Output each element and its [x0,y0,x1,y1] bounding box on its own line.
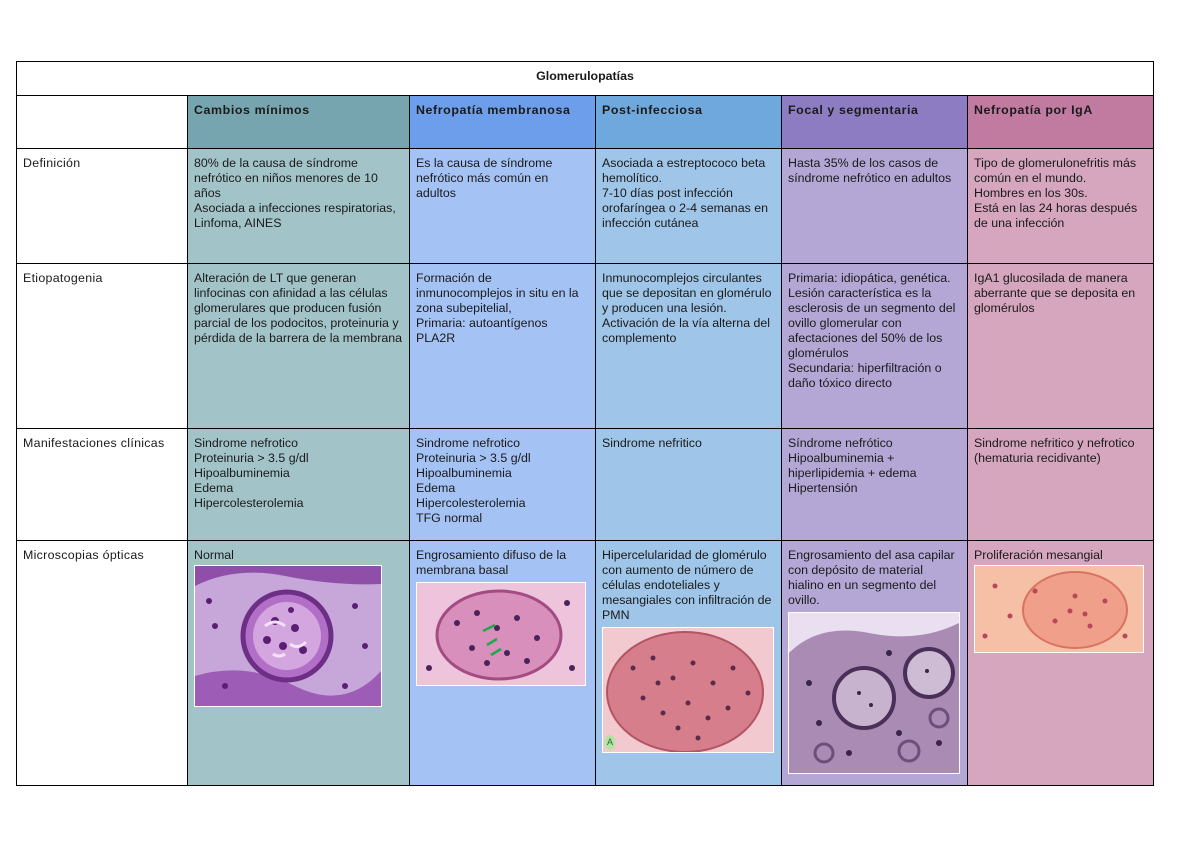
cell-line: Hipoalbuminemia [416,466,512,480]
cell-definicion-post-infecciosa: Asociada a estreptococo beta hemolítico.… [595,148,782,264]
col-header-post-infecciosa: Post-infecciosa [595,95,782,149]
micrograph-iga-image [974,565,1144,653]
cell-line: IgA1 glucosilada de manera aberrante que… [974,271,1136,315]
row-label-microscopias: Microscopias ópticas [16,540,188,786]
col-header-nefropatia-membranosa: Nefropatía membranosa [409,95,596,149]
cell-line: Hipercolesterolemia [194,496,304,510]
row-manifestaciones: Manifestaciones clínicas Sindrome nefrot… [16,428,1155,541]
cell-definicion-focal: Hasta 35% de los casos de síndrome nefró… [781,148,968,264]
micrograph-post-infectious-image: A [602,627,774,753]
cell-line: Hombres en los 30s. [974,186,1088,200]
cell-line: Es la causa de síndrome nefrótico más co… [416,156,553,200]
micrograph-panel-label: A [605,735,616,750]
cell-line: Hipoalbuminemia [194,466,290,480]
cell-line: Hipertensión [788,481,858,495]
cell-line: 80% de la causa de síndrome nefrótico en… [194,156,378,200]
cell-line: Inmunocomplejos circulantes que se depos… [602,271,772,315]
cell-line: Sindrome nefritico [602,436,702,450]
micro-text-membranosa: Engrosamiento difuso de la membrana basa… [416,548,589,578]
micrograph-membranous-image [416,582,586,686]
micrograph-normal-glomerulus-image [194,565,382,707]
cell-line: Hasta 35% de los casos de síndrome nefró… [788,156,952,185]
cell-line: Hipercelularidad de glomérulo con aument… [602,548,772,622]
micro-text-iga: Proliferación mesangial [974,548,1147,563]
cell-line: Sindrome nefritico y nefrotico (hematuri… [974,436,1135,465]
cell-micro-iga: Proliferación mesangial [966,540,1155,786]
cell-line: Asociada a infecciones respiratorias, Li… [194,201,396,230]
cell-line: Hipoalbuminemia + hiperlipidemia + edema [788,451,917,480]
row-etiopatogenia: Etiopatogenia Alteración de LT que gener… [16,263,1155,429]
row-label-etiopatogenia: Etiopatogenia [16,263,188,429]
micro-text-focal: Engrosamiento del asa capilar con depósi… [788,548,961,608]
col-header-nefropatia-iga: Nefropatía por IgA [966,95,1155,149]
cell-line: Proteinuria > 3.5 g/dl [416,451,531,465]
table-title: Glomerulopatías [15,61,1155,96]
cell-line: Formación de inmunocomplejos in situ en … [416,271,579,315]
cell-line: Alteración de LT que generan linfocinas … [194,271,403,345]
cell-etiopatogenia-post-infecciosa: Inmunocomplejos circulantes que se depos… [595,263,782,429]
cell-line: Proteinuria > 3.5 g/dl [194,451,309,465]
cell-line: Primaria: autoantígenos PLA2R [416,316,548,345]
cell-line: Activación de la vía alterna del complem… [602,316,771,345]
cell-definicion-membranosa: Es la causa de síndrome nefrótico más co… [409,148,596,264]
cell-line: TFG normal [416,511,483,525]
col-header-focal-segmentaria: Focal y segmentaria [781,95,968,149]
cell-micro-cambios-minimos: Normal [187,540,410,786]
cell-etiopatogenia-focal: Primaria: idiopática, genética. Lesión c… [781,263,968,429]
cell-line: Sindrome nefrotico [194,436,298,450]
glomerulopathies-table: Glomerulopatías Cambios mínimos Nefropat… [15,61,1155,786]
cell-micro-focal: Engrosamiento del asa capilar con depósi… [781,540,968,786]
cell-line: Engrosamiento del asa capilar con depósi… [788,548,955,607]
row-definicion: Definición 80% de la causa de síndrome n… [16,148,1155,264]
cell-line: Proliferación mesangial [974,548,1103,562]
cell-line: Hipercolesterolemia [416,496,526,510]
header-row: Cambios mínimos Nefropatía membranosa Po… [16,95,1155,149]
cell-line: Sindrome nefrotico [416,436,520,450]
cell-definicion-iga: Tipo de glomerulonefritis más común en e… [966,148,1155,264]
micrograph-focal-segmental-image [788,612,960,774]
cell-line: Engrosamiento difuso de la membrana basa… [416,548,567,577]
row-microscopias: Microscopias ópticas Normal [16,540,1155,786]
cell-micro-post-infecciosa: Hipercelularidad de glomérulo con aument… [595,540,782,786]
cell-line: Tipo de glomerulonefritis más común en e… [974,156,1137,185]
cell-line: Normal [194,548,234,562]
cell-line: Asociada a estreptococo beta hemolítico. [602,156,766,185]
title-row: Glomerulopatías [15,61,1155,96]
cell-line: Edema [416,481,456,495]
micro-text-post-infecciosa: Hipercelularidad de glomérulo con aument… [602,548,775,623]
cell-etiopatogenia-cambios-minimos: Alteración de LT que generan linfocinas … [187,263,410,429]
row-label-manifestaciones: Manifestaciones clínicas [16,428,188,541]
col-header-cambios-minimos: Cambios mínimos [187,95,410,149]
corner-cell [16,95,188,149]
row-label-definicion: Definición [16,148,188,264]
cell-line: Síndrome nefrótico [788,436,893,450]
cell-line: Secundaria: hiperfiltración o daño tóxic… [788,361,942,390]
cell-line: Edema [194,481,234,495]
cell-line: Primaria: idiopática, genética. Lesión c… [788,271,956,360]
cell-etiopatogenia-iga: IgA1 glucosilada de manera aberrante que… [966,263,1155,429]
cell-line: Está en las 24 horas después de una infe… [974,201,1138,230]
cell-definicion-cambios-minimos: 80% de la causa de síndrome nefrótico en… [187,148,410,264]
micro-text-cambios-minimos: Normal [194,548,403,563]
cell-manifestaciones-post-infecciosa: Sindrome nefritico [595,428,782,541]
cell-micro-membranosa: Engrosamiento difuso de la membrana basa… [409,540,596,786]
cell-line: 7-10 días post infección orofaríngea o 2… [602,186,769,230]
cell-etiopatogenia-membranosa: Formación de inmunocomplejos in situ en … [409,263,596,429]
cell-manifestaciones-iga: Sindrome nefritico y nefrotico (hematuri… [966,428,1155,541]
